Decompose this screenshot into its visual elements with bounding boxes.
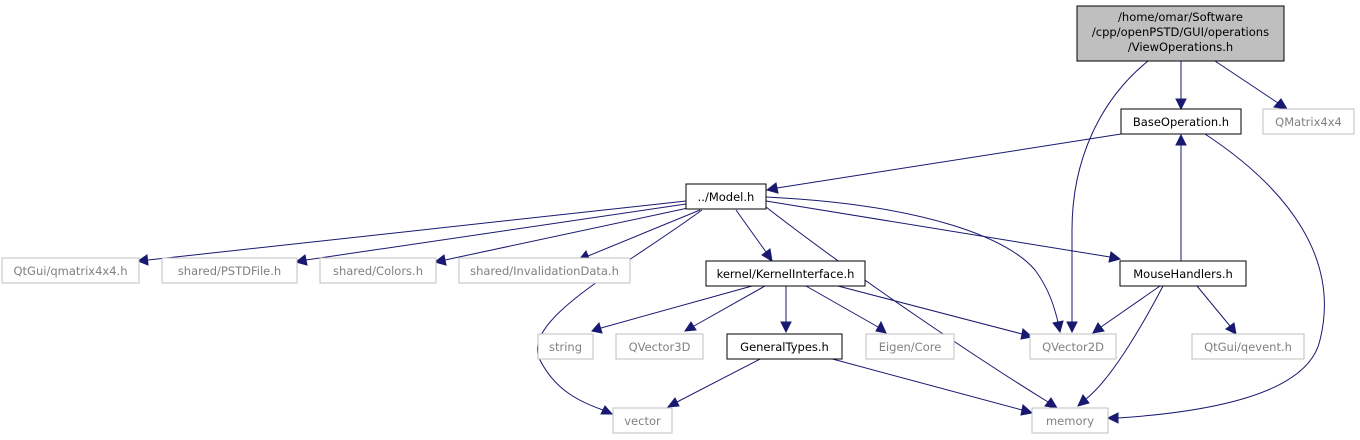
node-colors-h: shared/Colors.h xyxy=(319,257,437,284)
node-viewoperations-line2: /cpp/openPSTD/GUI/operations xyxy=(1092,25,1269,39)
node-qvector2d-label: QVector2D xyxy=(1042,340,1104,354)
edges xyxy=(136,60,1325,424)
node-viewoperations-h: /home/omar/Software /cpp/openPSTD/GUI/op… xyxy=(1076,5,1285,62)
node-colors-label: shared/Colors.h xyxy=(333,264,423,278)
edge-mousehandlers-to-baseoperation xyxy=(1175,133,1187,261)
node-viewoperations-line3: /ViewOperations.h xyxy=(1128,40,1233,54)
node-baseoperation-h[interactable]: BaseOperation.h xyxy=(1120,108,1242,135)
node-mousehandlers-label: MouseHandlers.h xyxy=(1133,267,1233,281)
edge-kernelinterface-to-string xyxy=(591,285,753,334)
node-qmatrix4x4: QMatrix4x4 xyxy=(1262,108,1355,135)
edge-model-to-qvector2d xyxy=(765,196,1064,334)
nodes: /home/omar/Software /cpp/openPSTD/GUI/op… xyxy=(1,5,1355,434)
node-invalidationdata-label: shared/InvalidationData.h xyxy=(470,264,619,278)
edge-model-to-memory xyxy=(765,206,1058,409)
edge-model-to-kernelinterface xyxy=(735,209,773,262)
edge-model-to-colors xyxy=(433,207,689,266)
node-baseoperation-label: BaseOperation.h xyxy=(1133,115,1229,129)
edge-mousehandlers-to-memory xyxy=(1077,285,1164,407)
node-qvector2d: QVector2D xyxy=(1029,333,1117,360)
node-pstdfile-h: shared/PSTDFile.h xyxy=(161,257,298,284)
edge-kernelinterface-to-qvector2d xyxy=(837,285,1034,340)
node-pstdfile-label: shared/PSTDFile.h xyxy=(178,264,281,278)
node-qtgui-qevent-label: QtGui/qevent.h xyxy=(1204,340,1292,354)
node-memory: memory xyxy=(1031,407,1109,434)
node-memory-label: memory xyxy=(1046,414,1094,428)
edge-mousehandlers-to-qevent xyxy=(1196,285,1237,335)
node-string-label: string xyxy=(549,340,582,354)
node-mousehandlers-h[interactable]: MouseHandlers.h xyxy=(1119,260,1247,287)
edge-kernelinterface-to-qvector3d xyxy=(684,285,766,332)
node-kernelinterface-label: kernel/KernelInterface.h xyxy=(717,267,855,281)
node-eigen-core: Eigen/Core xyxy=(865,333,955,360)
edge-generaltypes-to-vector xyxy=(666,356,765,408)
edge-baseoperation-to-model xyxy=(765,133,1122,194)
node-qtgui-qmatrix4x4-h: QtGui/qmatrix4x4.h xyxy=(1,257,140,284)
edge-model-to-pstdfile xyxy=(294,203,687,266)
node-invalidationdata-h: shared/InvalidationData.h xyxy=(458,257,631,284)
edge-mousehandlers-to-qvector2d xyxy=(1092,285,1161,334)
edge-root-to-baseoperation xyxy=(1175,61,1187,111)
edge-kernelinterface-to-eigencore xyxy=(805,285,887,334)
node-qvector3d-label: QVector3D xyxy=(629,340,691,354)
edge-model-to-mousehandlers xyxy=(765,200,1122,263)
node-eigen-core-label: Eigen/Core xyxy=(879,340,942,354)
edge-kernelinterface-to-generaltypes xyxy=(780,286,792,334)
edge-generaltypes-to-memory xyxy=(824,356,1034,416)
node-viewoperations-line1: /home/omar/Software xyxy=(1118,10,1243,24)
node-qvector3d: QVector3D xyxy=(615,333,704,360)
node-string: string xyxy=(537,333,594,360)
node-vector: vector xyxy=(612,407,673,434)
node-qtgui-qmatrix4x4-label: QtGui/qmatrix4x4.h xyxy=(13,264,127,278)
edge-model-to-vector xyxy=(537,209,703,415)
node-generaltypes-label: GeneralTypes.h xyxy=(740,340,829,354)
edge-baseoperation-to-memory xyxy=(1106,133,1325,424)
node-qmatrix4x4-label: QMatrix4x4 xyxy=(1275,115,1342,129)
node-generaltypes-h[interactable]: GeneralTypes.h xyxy=(726,333,843,360)
node-vector-label: vector xyxy=(624,414,661,428)
node-qtgui-qevent-h: QtGui/qevent.h xyxy=(1191,333,1305,360)
edge-root-to-qvector2d xyxy=(1066,60,1149,334)
edge-model-to-qtgui-qmatrix4x4 xyxy=(136,200,687,266)
edge-root-to-qmatrix4x4 xyxy=(1214,60,1288,110)
node-kernelinterface-h[interactable]: kernel/KernelInterface.h xyxy=(705,260,866,287)
node-model-h[interactable]: ../Model.h xyxy=(685,183,767,210)
node-model-label: ../Model.h xyxy=(698,190,755,204)
